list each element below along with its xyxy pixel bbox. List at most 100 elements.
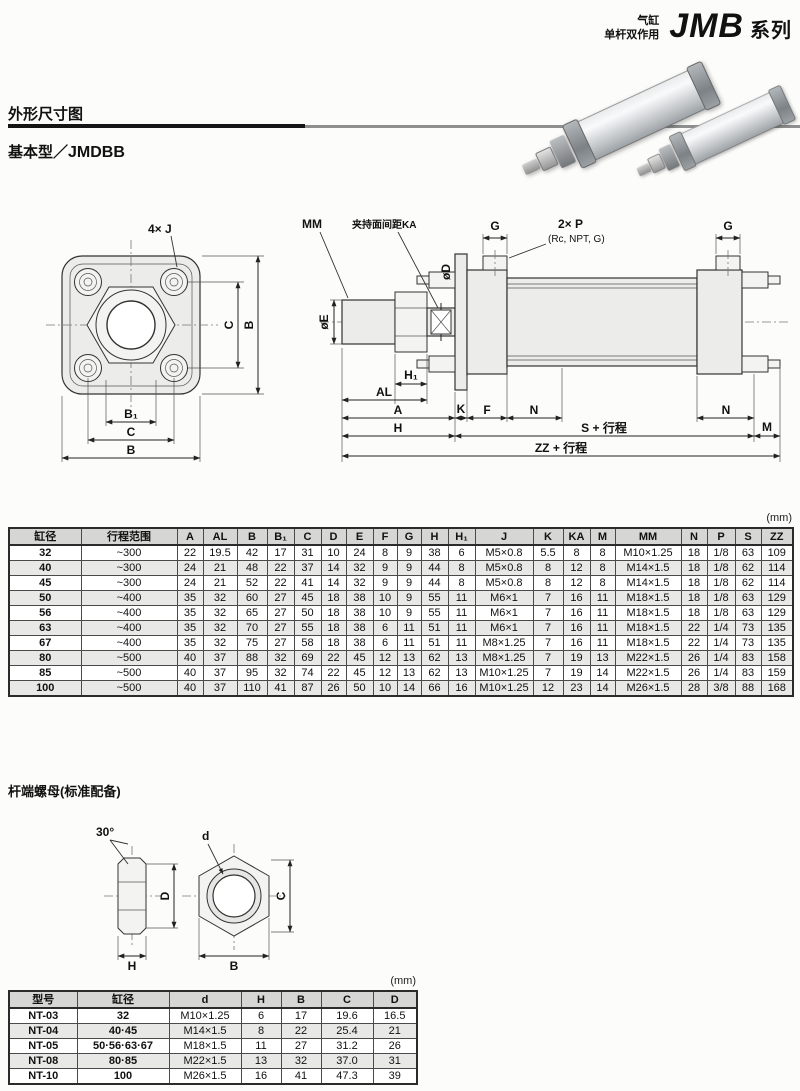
table-cell: 19 <box>562 665 591 681</box>
table-cell: 38 <box>345 590 374 606</box>
column-header: AL <box>202 527 238 546</box>
dim-c-right-label: C <box>222 320 236 329</box>
table-cell: 85 <box>8 665 82 681</box>
table-cell: 18 <box>680 544 708 561</box>
table-cell: 31 <box>372 1053 418 1069</box>
dim-f-label: F <box>483 403 490 417</box>
dim-h-label: H <box>394 421 403 435</box>
table-cell: 13 <box>589 650 616 666</box>
table-cell: 10 <box>372 680 398 697</box>
table-cell: 40 <box>176 650 204 666</box>
table-cell: 10 <box>320 544 347 561</box>
table-cell: 16 <box>447 680 476 697</box>
table-cell: 41 <box>293 575 322 591</box>
table-cell: 62 <box>734 560 762 576</box>
column-header: A <box>176 527 204 546</box>
table-cell: 13 <box>447 650 476 666</box>
table-cell: 6 <box>240 1007 282 1024</box>
column-header: K <box>532 527 564 546</box>
cylinder-tube <box>506 277 698 367</box>
dim-al-label: AL <box>376 385 392 399</box>
table-cell: 100 <box>8 680 82 697</box>
table-cell: M6×1 <box>474 590 534 606</box>
table-cell: 16.5 <box>372 1007 418 1024</box>
table-cell: 18 <box>320 605 347 621</box>
table-cell: 13 <box>396 665 422 681</box>
bore-circle <box>106 300 156 350</box>
table-cell: 8 <box>532 575 564 591</box>
column-header: B <box>236 527 268 546</box>
table-cell: 40 <box>176 665 204 681</box>
table-cell: 24 <box>176 560 204 576</box>
table-cell: 42 <box>236 544 268 561</box>
table-cell: 5.5 <box>532 544 564 561</box>
table-cell: 37.0 <box>320 1053 374 1069</box>
table-cell: 1/8 <box>706 575 736 591</box>
column-header: d <box>168 990 242 1009</box>
table-cell: 83 <box>734 665 762 681</box>
rod-nut-drawing: 30° D H d C B <box>96 825 294 973</box>
table-cell: 8 <box>589 575 616 591</box>
table-cell: 6 <box>372 620 398 636</box>
table-cell: 32 <box>8 544 82 561</box>
table-cell: 135 <box>760 635 794 651</box>
table-cell: M18×1.5 <box>614 605 682 621</box>
table-cell: 22 <box>176 544 204 561</box>
table-cell: 11 <box>447 635 476 651</box>
table-cell: 60 <box>236 590 268 606</box>
table-cell: 9 <box>396 575 422 591</box>
dim-n-left-label: N <box>530 403 539 417</box>
column-header: M <box>589 527 616 546</box>
table-cell: 7 <box>532 650 564 666</box>
table-cell: 74 <box>293 665 322 681</box>
table-cell: 168 <box>760 680 794 697</box>
table-cell: NT-04 <box>8 1023 78 1039</box>
table-cell: 22 <box>680 635 708 651</box>
table-cell: 18 <box>680 575 708 591</box>
table-cell: 19.5 <box>202 544 238 561</box>
table-cell: 62 <box>734 575 762 591</box>
table-cell: 50 <box>293 605 322 621</box>
table-cell: 22 <box>280 1023 322 1039</box>
table-cell: 35 <box>176 590 204 606</box>
table-cell: M18×1.5 <box>168 1038 242 1054</box>
table-cell: 32 <box>345 560 374 576</box>
table-cell: M18×1.5 <box>614 635 682 651</box>
column-header: N <box>680 527 708 546</box>
table-cell: 31 <box>293 544 322 561</box>
table-cell: 51 <box>420 635 449 651</box>
table-cell: 11 <box>240 1038 282 1054</box>
table-cell: 1/4 <box>706 650 736 666</box>
table-cell: 14 <box>589 680 616 697</box>
column-header: F <box>372 527 398 546</box>
table-cell: M6×1 <box>474 605 534 621</box>
table-cell: 75 <box>236 635 268 651</box>
nut-table-unit: (mm) <box>390 975 416 987</box>
table-cell: M22×1.5 <box>168 1053 242 1069</box>
table-cell: 24 <box>176 575 204 591</box>
table-cell: 7 <box>532 665 564 681</box>
table-cell: 27 <box>266 635 295 651</box>
table-cell: 129 <box>760 605 794 621</box>
table-cell: 55 <box>420 590 449 606</box>
table-cell: 8 <box>447 560 476 576</box>
table-cell: 16 <box>562 635 591 651</box>
table-cell: 40·45 <box>76 1023 170 1039</box>
table-cell: 38 <box>345 605 374 621</box>
table-cell: 62 <box>420 665 449 681</box>
main-table-unit: (mm) <box>766 512 792 524</box>
table-cell: 11 <box>447 605 476 621</box>
table-cell: 27 <box>266 590 295 606</box>
table-cell: 37 <box>202 665 238 681</box>
table-cell: 18 <box>680 560 708 576</box>
table-cell: 44 <box>420 560 449 576</box>
table-cell: 65 <box>236 605 268 621</box>
mounting-bolts <box>74 268 188 382</box>
table-cell: 11 <box>447 620 476 636</box>
table-cell: 32 <box>76 1007 170 1024</box>
table-cell: 32 <box>266 665 295 681</box>
